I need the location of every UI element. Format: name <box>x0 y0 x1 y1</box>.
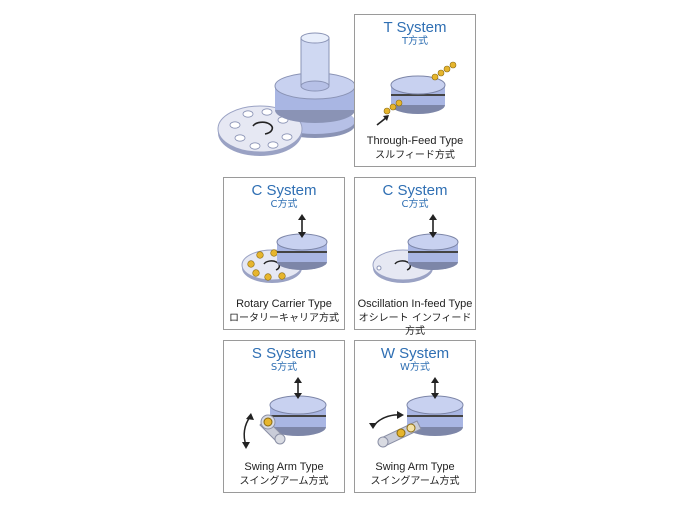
panel-title: S System <box>251 345 317 362</box>
panel-description-jp: オシレート インフィード方式 <box>358 313 472 337</box>
panel-subtitle: T方式 <box>401 36 429 47</box>
panel-t-system: T System T方式 Through-Feed Type スルフィード方式 <box>354 14 476 167</box>
panel-title: T System <box>383 19 447 36</box>
panel-description: Rotary Carrier Type <box>236 298 332 310</box>
panel-subtitle: W方式 <box>400 362 430 373</box>
panel-description: Oscillation In-feed Type <box>357 298 473 310</box>
panel-description-jp: スイングアーム方式 <box>239 476 329 487</box>
panel-description-jp: スイングアーム方式 <box>370 476 460 487</box>
swing-arm-s-illustration <box>242 377 327 449</box>
panel-c-system-rotary: C System C方式 Rotary Carrier Type ロータリーキャ… <box>223 177 345 330</box>
panel-description: Swing Arm Type <box>244 461 324 473</box>
panel-title: C System <box>251 182 317 199</box>
panel-s-system: S System S方式 Swing Arm Type スイングアーム方式 <box>223 340 345 493</box>
panel-description-jp: ロータリーキャリア方式 <box>229 313 339 324</box>
panel-description: Through-Feed Type <box>366 135 464 147</box>
panel-subtitle: C方式 <box>401 199 429 210</box>
panel-w-system: W System W方式 Swing Arm Type スイングアーム方式 <box>354 340 476 493</box>
panel-title: C System <box>382 182 448 199</box>
oscillation-infeed-illustration <box>372 214 459 283</box>
panel-subtitle: S方式 <box>270 362 298 373</box>
panel-subtitle: C方式 <box>270 199 298 210</box>
rotary-carrier-illustration <box>241 214 328 283</box>
overview-grinder-illustration <box>217 32 356 156</box>
through-feed-illustration <box>376 61 457 126</box>
panel-description: Swing Arm Type <box>375 461 455 473</box>
panel-c-system-oscillation: C System C方式 Oscillation In-feed Type オシ… <box>354 177 476 337</box>
panel-title: W System <box>380 345 450 362</box>
panel-description-jp: スルフィード方式 <box>375 150 455 161</box>
swing-arm-w-illustration <box>369 377 464 448</box>
